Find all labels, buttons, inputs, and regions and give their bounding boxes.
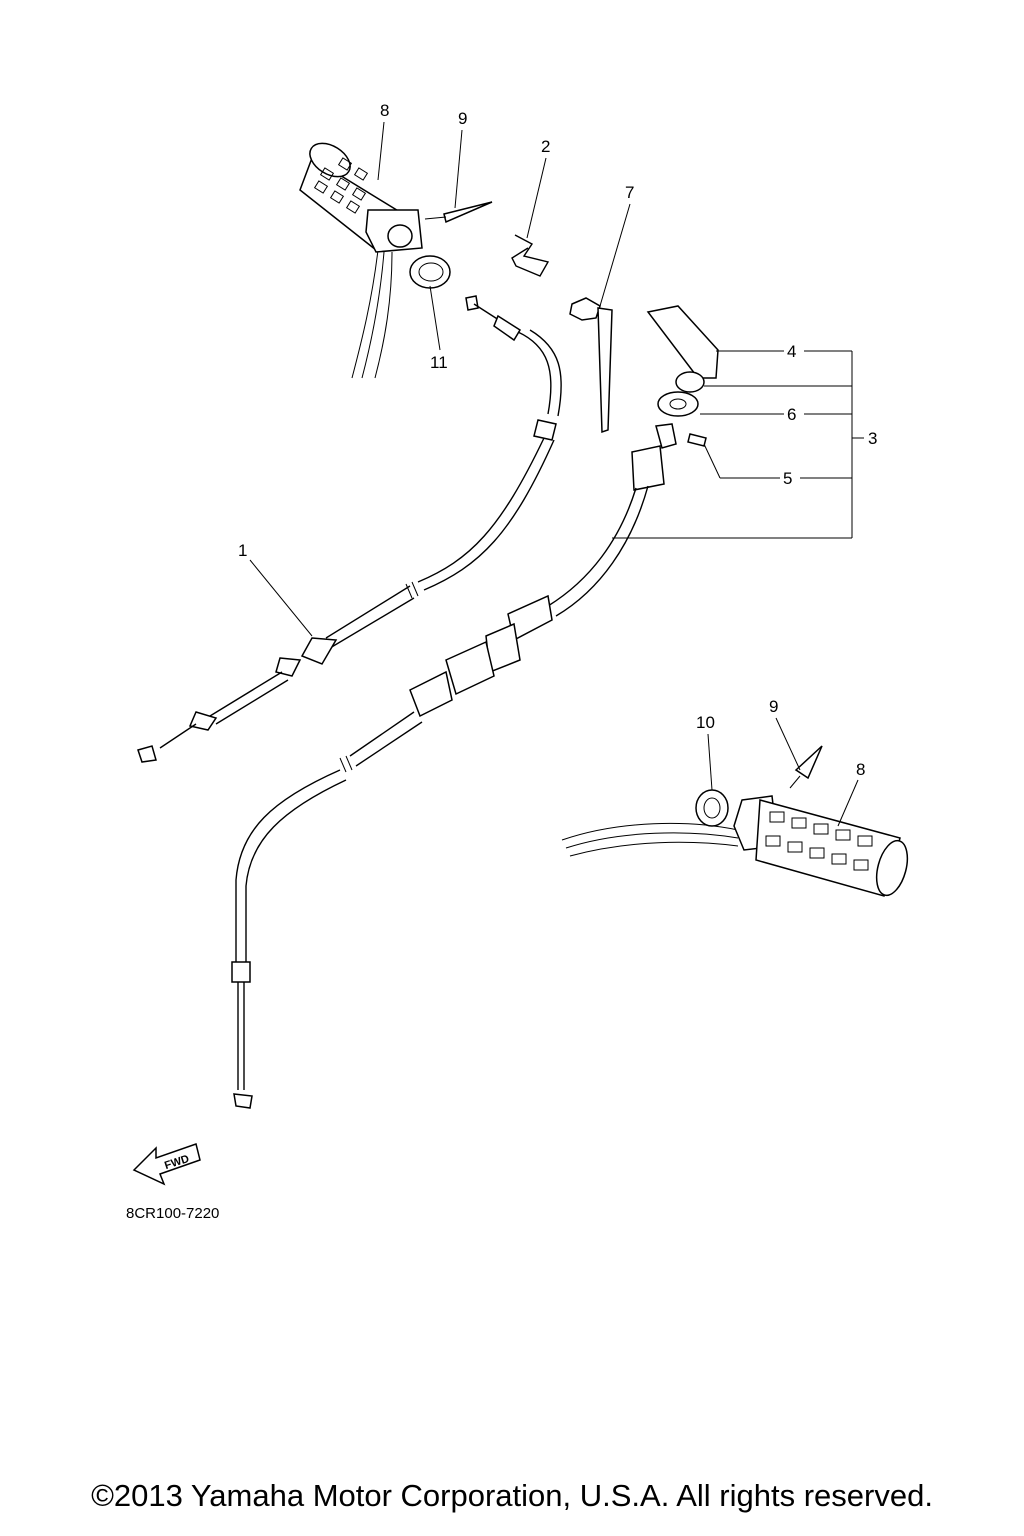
right-grip-end [875, 839, 909, 897]
callout-6: 6 [787, 405, 796, 424]
callout-10: 10 [696, 713, 715, 732]
adjuster-parts [646, 305, 719, 447]
collar-11 [409, 255, 451, 289]
drawing-code: 8CR100-7220 [126, 1205, 219, 1222]
callout-5: 5 [783, 469, 792, 488]
leader-lines [249, 121, 864, 827]
bracket-4 [646, 305, 719, 379]
copyright-notice: ©2013 Yamaha Motor Corporation, U.S.A. A… [91, 1478, 933, 1513]
cable-3-boot [631, 445, 665, 491]
callout-8-bottom: 8 [856, 760, 865, 779]
callout-4: 4 [787, 342, 796, 361]
pin-bottom [794, 745, 823, 780]
cable-1 [137, 295, 562, 763]
nut-6 [657, 391, 699, 417]
callout-2: 2 [541, 137, 550, 156]
cable-3-end [233, 1093, 253, 1109]
cable-1-end [137, 745, 157, 763]
pin-top [443, 201, 493, 224]
left-grip-assembly [299, 142, 613, 434]
callout-1: 1 [238, 541, 247, 560]
clip-2 [511, 234, 550, 277]
left-grip-opening [387, 224, 413, 248]
callout-9-top: 9 [458, 109, 467, 128]
pin-5 [687, 433, 707, 447]
callout-9-bottom: 9 [769, 697, 778, 716]
collar-10 [695, 789, 729, 827]
band-strap-7 [597, 307, 613, 434]
band-head-7 [569, 297, 601, 321]
nut-upper [675, 371, 705, 393]
callout-3: 3 [868, 429, 877, 448]
fwd-arrow-icon: FWD [132, 1143, 201, 1186]
callout-8-top: 8 [380, 101, 389, 120]
callout-11: 11 [430, 353, 448, 372]
callout-7: 7 [625, 183, 634, 202]
right-grip-assembly [561, 745, 909, 897]
cable-3 [231, 423, 677, 1109]
